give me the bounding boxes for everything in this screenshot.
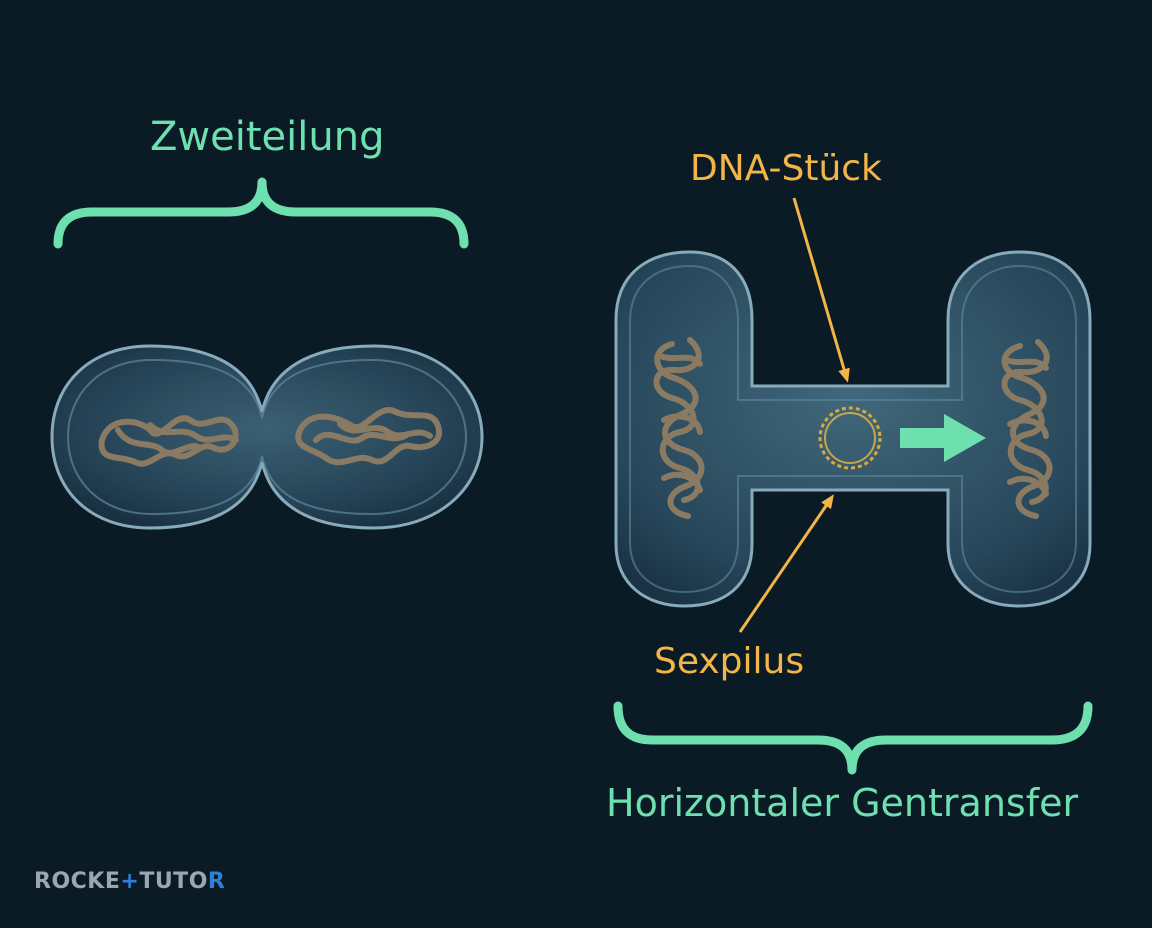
logo-text-part2: TUTO bbox=[139, 869, 208, 894]
chromosome-left-cell-b bbox=[295, 407, 443, 466]
logo-plus-icon: + bbox=[120, 869, 140, 894]
chromosome-recipient-cell bbox=[1001, 339, 1053, 519]
label-sex-pilus: Sexpilus bbox=[654, 641, 805, 682]
logo-text-part1: ROCKE bbox=[34, 869, 121, 894]
title-horizontal-gene-transfer: Horizontaler Gentransfer bbox=[606, 781, 1079, 825]
chromosome-donor-cell bbox=[653, 337, 705, 519]
label-dna-piece: DNA-Stück bbox=[690, 148, 882, 189]
logo-text-part3: R bbox=[207, 869, 226, 894]
pointer-pilus bbox=[738, 494, 834, 633]
conjugating-cells bbox=[614, 250, 1092, 608]
chromosome-left-cell-a bbox=[98, 415, 239, 467]
title-binary-fission: Zweiteilung bbox=[150, 114, 385, 160]
brand-logo: ROCKE + TUTO R bbox=[34, 869, 225, 894]
plasmid-ring bbox=[818, 406, 882, 470]
transfer-arrow bbox=[900, 414, 986, 462]
pointer-dna bbox=[792, 197, 850, 383]
brace-left bbox=[53, 177, 469, 249]
brace-right bbox=[613, 701, 1093, 775]
dividing-cell bbox=[50, 344, 484, 530]
